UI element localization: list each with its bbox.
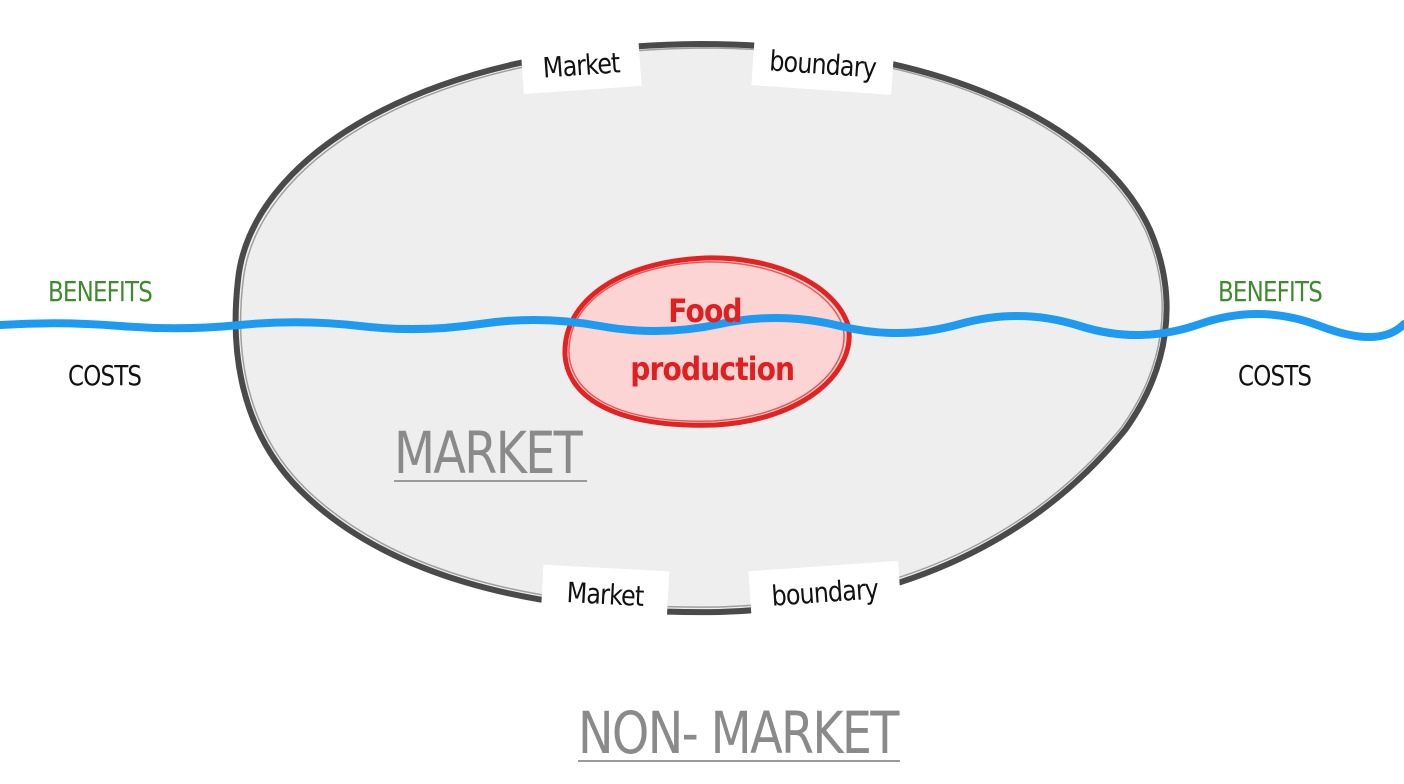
market-boundary-sketch-stroke (239, 47, 1163, 608)
boundary-tag-top-right-text: boundary (768, 43, 878, 85)
food-production-sketch-stroke (568, 261, 845, 422)
boundary-tag-top-left-text: Market (541, 45, 621, 85)
market-label-underline (394, 480, 587, 482)
right-benefits-text: BENEFITS (1218, 275, 1323, 308)
boundary-tag-top-right: boundary (751, 33, 895, 95)
boundary-tag-bottom-left: Market (540, 564, 670, 624)
food-production-shape (562, 255, 852, 428)
benefits-costs-divider-line (0, 310, 1404, 341)
food-production-text: Food production (630, 292, 795, 388)
right-costs-label: COSTS (1238, 359, 1312, 392)
non-market-region-text: NON- MARKET (578, 699, 899, 767)
market-region-label: MARKET (394, 424, 583, 482)
market-region-text: MARKET (394, 419, 583, 487)
right-costs-text: COSTS (1238, 359, 1312, 392)
boundary-tag-top-left: Market (520, 35, 642, 95)
left-benefits-text: BENEFITS (48, 275, 153, 308)
left-benefits-label: BENEFITS (48, 275, 153, 308)
boundary-tag-bottom-right-text: boundary (770, 571, 880, 613)
non-market-region-label: NON- MARKET (578, 704, 899, 762)
boundary-tag-bottom-right: boundary (748, 560, 902, 624)
left-costs-label: COSTS (68, 359, 142, 392)
food-production-label: Food production (590, 282, 820, 398)
right-benefits-label: BENEFITS (1218, 275, 1323, 308)
non-market-label-underline (578, 760, 900, 762)
boundary-tag-bottom-left-text: Market (565, 575, 645, 613)
left-costs-text: COSTS (68, 359, 142, 392)
